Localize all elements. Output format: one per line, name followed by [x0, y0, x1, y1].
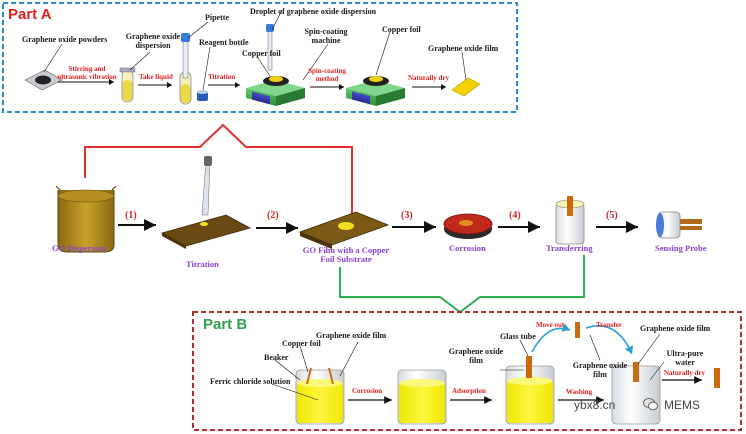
label-go-powders: Graphene oxide powders [22, 35, 108, 44]
reagent-bottle [197, 90, 208, 101]
label-b-go-film-right: Graphene oxide film [640, 324, 711, 333]
transfer-arrow [585, 325, 634, 355]
sensing-probe [656, 211, 702, 239]
arrow-label-naturally-dry-a: Naturally dry [408, 74, 450, 82]
step-5: (5) [606, 210, 618, 221]
label-go-film: Graphene oxide film [428, 44, 499, 53]
label-copper-foil-1: Copper foil [242, 49, 281, 58]
go-powders-dish [24, 69, 63, 91]
label-go-dispersion-l2: dispersion [135, 40, 171, 50]
step-2: (2) [267, 210, 279, 221]
label-b-ultra-pure: Ultra-pure water [662, 349, 708, 368]
label-b-go-film-left-l1: Graphene oxide [448, 347, 504, 356]
transfer-beaker [555, 196, 585, 245]
part-b-pointers [271, 333, 665, 401]
label-b-go-film-mid-l2: film [593, 369, 607, 379]
part-a-title: Part A [8, 6, 52, 23]
label-b-ultra-pure-l2: water [675, 357, 695, 367]
label-pipette: Pipette [205, 13, 229, 22]
go-film-square [451, 77, 481, 97]
label-b-copper-foil: Copper foil [282, 339, 321, 348]
arrow-label-take-liquid: Take liquid [139, 73, 173, 81]
arrow-label-spin-method: Spin-coating method [306, 67, 348, 83]
arrow-label-b-corrosion: Corrosion [352, 387, 383, 395]
floating-tube [575, 322, 580, 338]
part-b-final-tube [714, 368, 720, 388]
label-go-dispersion-l1: Graphene oxide [125, 32, 181, 41]
label-b-beaker: Beaker [264, 353, 289, 362]
part-b-frame [192, 311, 742, 431]
label-b-go-film-left: Graphene oxide film [446, 347, 506, 366]
label-b-go-film-mid-l1: Graphene oxide [572, 361, 628, 370]
spin-machine-1 [246, 76, 305, 106]
label-corrosion-main: Corrosion [449, 243, 486, 253]
label-b-go-film-left-l2: film [469, 355, 483, 365]
watermark-site: ybx8.cn [574, 398, 616, 412]
label-droplet: Droplet of graphene oxide dispersion [250, 7, 377, 16]
label-go-film-main: GO Film with a Copper Foil Substrate [294, 245, 398, 265]
part-a-pointers [43, 9, 467, 91]
red-connector [84, 123, 353, 215]
arrow-label-spin-method-l2: method [315, 74, 339, 83]
step-3: (3) [401, 210, 413, 221]
arrow-label-stirring-l1: Stirring and [68, 65, 106, 73]
move-out-arrow [531, 323, 571, 353]
pipette-and-tube [179, 33, 192, 105]
label-spin-machine-l1: Spin-coating [304, 27, 348, 36]
part-b-beaker-3 [505, 356, 555, 425]
label-b-ultra-pure-l1: Ultra-pure [666, 349, 704, 358]
corrosion-dish [443, 213, 493, 239]
step-4: (4) [509, 210, 521, 221]
spin-machine-2 [346, 76, 405, 106]
label-go-dispersion: Graphene oxide dispersion [118, 32, 188, 51]
label-go-film-main-l2: Foil Substrate [320, 254, 372, 265]
titration-plate [160, 156, 252, 249]
label-b-ferric: Ferric chloride solution [210, 377, 291, 386]
label-transferring-main: Transferring [546, 243, 593, 253]
part-b-beaker-2 [397, 369, 447, 425]
label-copper-foil-2: Copper foil [382, 25, 421, 34]
go-dispersion-beaker [55, 185, 117, 253]
label-go-film-main-l1: GO Film with a Copper [302, 245, 390, 255]
test-tube-1 [119, 67, 136, 103]
label-titration-main: Titration [186, 259, 219, 269]
watermark-brand: MEMS [664, 398, 700, 412]
go-film-copper [298, 211, 390, 249]
label-go-dispersion-main: GO Dispersion [52, 243, 107, 253]
arrow-label-titration: Titration [208, 73, 236, 81]
arrow-label-b-washing: Washing [566, 388, 593, 396]
step-1: (1) [125, 210, 137, 221]
label-spin-machine: Spin-coating machine [298, 27, 354, 46]
arrow-label-b-naturally-dry: Naturally dry [664, 369, 706, 377]
part-b-beaker-4 [611, 362, 661, 425]
arrow-label-stirring-l2: ultrasonic vibration [57, 72, 117, 81]
label-b-go-film-top: Graphene oxide film [316, 331, 387, 340]
arrow-label-stirring: Stirring and ultrasonic vibration [56, 65, 118, 81]
arrow-label-spin-method-l1: Spin-coating [308, 67, 346, 75]
label-b-glass-tube: Glass tube [500, 332, 536, 341]
part-b-title: Part B [203, 316, 248, 333]
label-spin-machine-l2: machine [311, 35, 341, 45]
part-a-frame [2, 2, 518, 113]
pipette-2 [266, 24, 274, 71]
part-b-beaker-1 [295, 367, 345, 425]
label-sensing-probe-main: Sensing Probe [655, 243, 707, 253]
arrow-label-b-transfer: Transfer [596, 321, 622, 329]
label-b-go-film-mid: Graphene oxide film [568, 361, 632, 380]
arrow-label-b-adsorption: Adsorption [452, 387, 486, 395]
wechat-icon [643, 398, 658, 411]
label-reagent-bottle: Reagent bottle [199, 38, 249, 47]
arrow-label-b-move-out: Move out [536, 321, 565, 329]
